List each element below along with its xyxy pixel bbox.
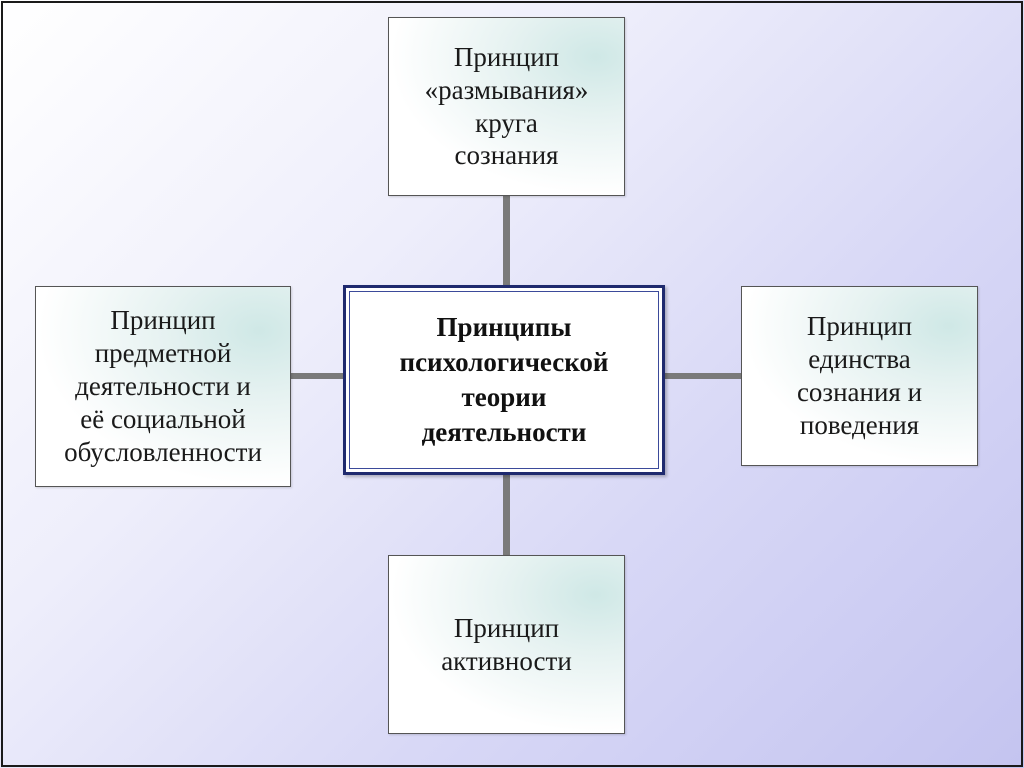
node-top-label: Принцип «размывания» круга сознания <box>424 41 589 171</box>
node-right: Принцип единства сознания и поведения <box>741 286 978 466</box>
connector-right <box>665 373 741 379</box>
node-left: Принцип предметной деятельности и её соц… <box>35 286 291 487</box>
node-left-label: Принцип предметной деятельности и её соц… <box>64 305 262 467</box>
connector-top <box>503 196 510 285</box>
connector-bottom <box>503 475 510 555</box>
connector-left <box>291 373 343 379</box>
center-node-label: Принципы психологической теории деятельн… <box>349 291 659 469</box>
node-right-label: Принцип единства сознания и поведения <box>796 311 923 440</box>
node-bottom-label: Принцип активности <box>441 612 572 676</box>
node-top: Принцип «размывания» круга сознания <box>388 17 625 196</box>
center-node: Принципы психологической теории деятельн… <box>343 285 665 475</box>
node-bottom: Принцип активности <box>388 555 625 734</box>
